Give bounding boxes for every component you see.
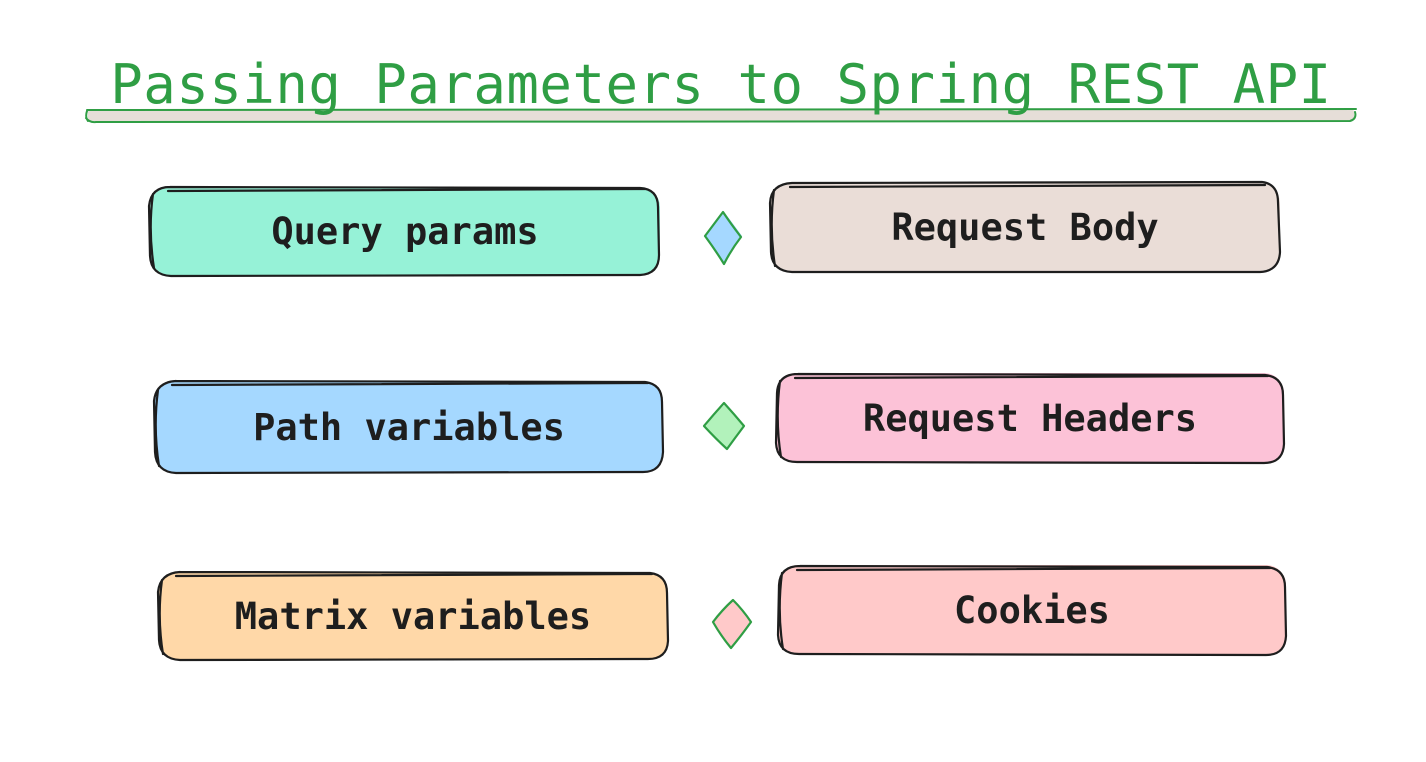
- connector-diamond-2: [702, 401, 746, 451]
- label-matrix-variables: Matrix variables: [234, 594, 592, 638]
- box-path-variables[interactable]: [152, 379, 665, 475]
- row-1: [147, 180, 1282, 278]
- box-query-params[interactable]: [147, 185, 661, 278]
- label-path-variables: Path variables: [253, 405, 565, 449]
- row-2: [152, 372, 1286, 475]
- diagram-title: Passing Parameters to Spring REST API: [110, 53, 1332, 116]
- box-matrix-variables[interactable]: [156, 570, 670, 662]
- connector-diamond-3: [711, 598, 753, 650]
- label-query-params: Query params: [271, 209, 539, 253]
- connector-diamond-1: [703, 210, 743, 266]
- label-cookies: Cookies: [954, 588, 1110, 632]
- box-request-body[interactable]: [768, 180, 1282, 274]
- box-cookies[interactable]: [776, 564, 1288, 657]
- label-request-headers: Request Headers: [862, 396, 1198, 440]
- title-underline: [85, 108, 1357, 124]
- box-request-headers[interactable]: [774, 372, 1286, 465]
- label-request-body: Request Body: [891, 205, 1159, 249]
- row-3: [156, 564, 1288, 662]
